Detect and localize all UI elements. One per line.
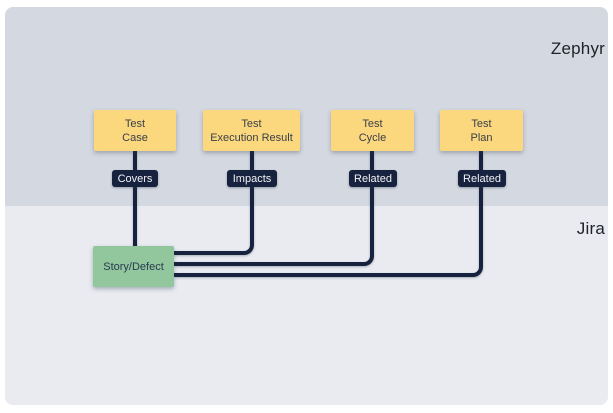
node-subtitle: Execution Result xyxy=(210,131,293,144)
node-subtitle: Cycle xyxy=(358,131,387,144)
node-test-cycle: Test Cycle xyxy=(331,110,414,151)
node-story-defect: Story/Defect xyxy=(93,246,174,287)
relation-badge-related-plan: Related xyxy=(458,170,506,187)
node-title: Test xyxy=(241,117,262,130)
connector-test-case-to-story xyxy=(133,151,137,247)
node-title: Test xyxy=(471,117,492,130)
lane-label-jira: Jira xyxy=(576,219,605,238)
lane-label-zephyr: Zephyr xyxy=(550,39,605,58)
lane-zephyr xyxy=(5,7,608,206)
node-test-case: Test Case xyxy=(94,110,176,151)
connector-test-plan-to-story xyxy=(174,151,483,277)
node-subtitle: Plan xyxy=(470,131,493,144)
node-title: Test xyxy=(362,117,383,130)
node-subtitle: Case xyxy=(122,131,148,144)
connector-test-cycle-to-story xyxy=(174,151,374,266)
node-title: Test xyxy=(124,117,146,130)
lane-jira xyxy=(5,206,608,405)
node-test-plan: Test Plan xyxy=(440,110,523,151)
relation-badge-related-cycle: Related xyxy=(349,170,397,187)
diagram-card xyxy=(5,7,608,405)
connector-execution-result-to-story xyxy=(174,151,254,255)
node-label: Story/Defect xyxy=(103,260,164,273)
relation-badge-covers: Covers xyxy=(112,170,158,187)
node-test-execution-result: Test Execution Result xyxy=(203,110,300,151)
relation-badge-impacts: Impacts xyxy=(227,170,277,187)
